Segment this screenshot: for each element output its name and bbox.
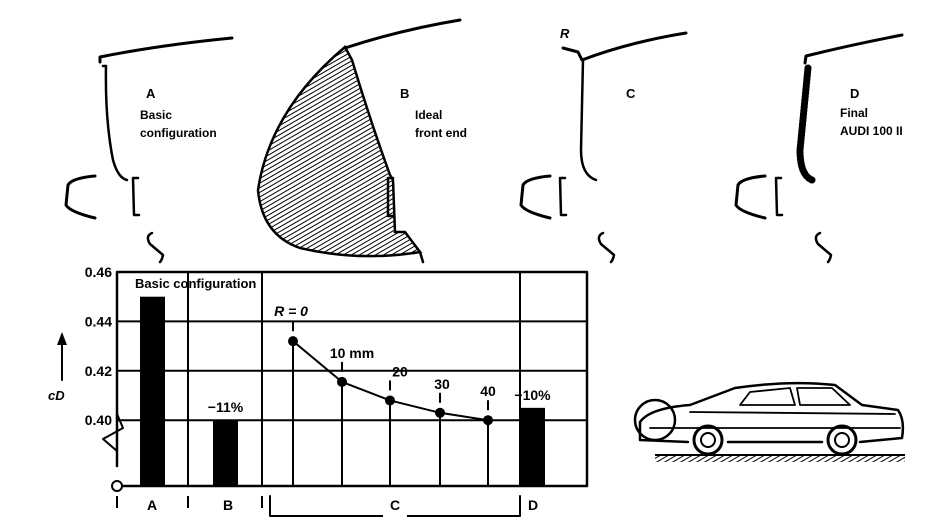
radius-label: R xyxy=(560,26,570,41)
label-bg xyxy=(383,508,407,522)
series-c: R = 0 10 mm 20 30 40 xyxy=(274,303,496,486)
bar-label-b: −11% xyxy=(208,399,244,415)
bars: Basic configuration −11% −10% xyxy=(135,276,551,486)
profile-a: A Basic configuration xyxy=(64,36,234,264)
profile-d: D Final AUDI 100 II xyxy=(734,33,904,264)
axis-origin-icon xyxy=(111,480,123,492)
category-label-b: B xyxy=(223,497,233,513)
profile-c: R C xyxy=(519,26,688,264)
point-label: 30 xyxy=(434,376,450,392)
profile-a-letter: A xyxy=(146,86,156,101)
point-label: R = 0 xyxy=(274,303,308,319)
bar-b xyxy=(213,420,238,486)
data-point xyxy=(288,336,298,347)
point-label: 10 mm xyxy=(330,345,374,361)
profile-c-letter: C xyxy=(626,86,636,101)
profile-b: B Ideal front end xyxy=(256,18,467,264)
y-tick-label: 0.42 xyxy=(85,363,112,379)
data-point xyxy=(337,376,347,387)
data-point xyxy=(483,415,493,426)
chart-grid xyxy=(102,270,589,492)
y-axis-label: cD xyxy=(48,388,65,403)
profile-b-caption-2: front end xyxy=(415,126,467,140)
category-label-c: C xyxy=(390,497,400,513)
cd-chart: 0.40 0.42 0.44 0.46 cD Basic configuration −… xyxy=(48,264,589,522)
chart-frame xyxy=(115,270,589,488)
category-label-a: A xyxy=(147,497,157,513)
category-label-d: D xyxy=(528,497,538,513)
profile-a-caption-2: configuration xyxy=(140,126,217,140)
axis-break-icon xyxy=(102,413,124,467)
data-point xyxy=(435,407,445,418)
category-labels: A B C D xyxy=(116,495,538,522)
bar-a xyxy=(140,296,165,486)
point-label: 20 xyxy=(392,363,408,379)
profile-b-letter: B xyxy=(400,86,409,101)
point-label: 40 xyxy=(480,383,496,399)
profile-d-caption-1: Final xyxy=(840,106,868,120)
data-point xyxy=(385,395,395,406)
profile-d-caption-2: AUDI 100 II xyxy=(840,124,903,138)
y-axis-ticks: 0.40 0.42 0.44 0.46 xyxy=(85,264,112,428)
bar-label-a: Basic configuration xyxy=(135,276,256,291)
y-tick-label: 0.44 xyxy=(85,313,112,329)
profile-b-caption-1: Ideal xyxy=(415,108,442,122)
bar-label-d: −10% xyxy=(514,387,551,403)
profile-d-letter: D xyxy=(850,86,859,101)
y-axis-arrowhead-icon xyxy=(57,332,67,345)
y-tick-label: 0.40 xyxy=(85,412,112,428)
bar-d xyxy=(520,407,545,486)
profile-a-caption-1: Basic xyxy=(140,108,172,122)
y-tick-label: 0.46 xyxy=(85,264,112,280)
car-illustration xyxy=(633,381,905,462)
